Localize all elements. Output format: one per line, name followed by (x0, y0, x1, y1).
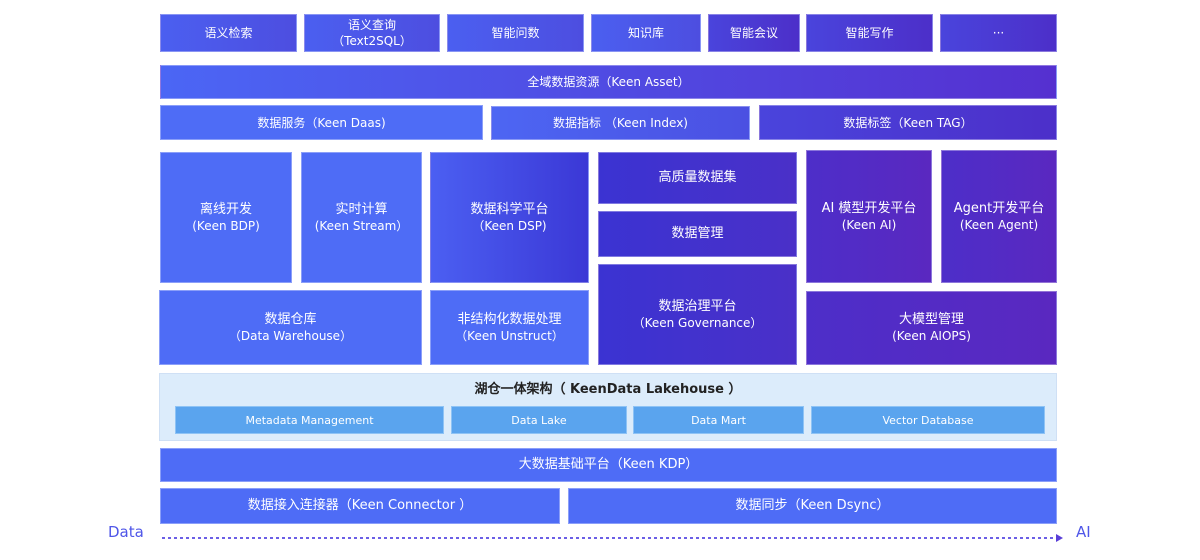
lakehouse-title: 湖仓一体架构（ KeenData Lakehouse ） (474, 382, 742, 397)
keen-kdp: 大数据基础平台（Keen KDP） (160, 448, 1057, 482)
label: 全域数据资源（Keen Asset） (527, 75, 690, 89)
keen-daas: 数据服务（Keen Daas) (160, 105, 483, 140)
label: 智能会议 (729, 26, 778, 40)
high-quality-dataset: 高质量数据集 (598, 152, 797, 204)
app-smart-query: 智能问数 (447, 14, 584, 52)
label: 实时计算 (335, 201, 388, 217)
app-smart-writing: 智能写作 (806, 14, 933, 52)
axis-end-label: AI (1076, 523, 1091, 541)
keen-aiops: 大模型管理 (Keen AIOPS) (806, 291, 1057, 365)
keen-tag: 数据标签（Keen TAG） (759, 105, 1057, 140)
sublabel: (Keen Stream） (314, 218, 409, 233)
data-lake: Data Lake (451, 406, 627, 434)
label: AI 模型开发平台 (821, 200, 917, 216)
sublabel: （Keen DSP) (472, 218, 547, 233)
label: 数据接入连接器（Keen Connector ） (247, 498, 473, 513)
sublabel: (Keen BDP) (192, 218, 260, 233)
label: 数据指标 （Keen Index) (553, 116, 688, 130)
label: 数据同步（Keen Dsync） (735, 498, 890, 513)
label: 数据服务（Keen Daas) (257, 115, 386, 130)
keen-dsync: 数据同步（Keen Dsync） (568, 488, 1057, 524)
keen-governance: 数据治理平台（Keen Governance） (598, 264, 797, 365)
label: 智能写作 (845, 26, 894, 40)
sublabel: （Keen Unstruct） (455, 328, 564, 343)
label: 非结构化数据处理 (457, 311, 562, 327)
label: Agent开发平台 (953, 200, 1045, 216)
label: 知识库 (627, 26, 664, 40)
keen-index: 数据指标 （Keen Index) (491, 106, 750, 140)
label: 数据标签（Keen TAG） (843, 115, 973, 130)
axis-start-label: Data (108, 523, 144, 541)
keen-unstruct: 非结构化数据处理（Keen Unstruct） (430, 290, 589, 365)
label: 离线开发 (199, 201, 252, 217)
label: ··· (992, 26, 1005, 40)
keen-bdp: 离线开发(Keen BDP) (160, 152, 292, 283)
sublabel: (Keen AI) (841, 217, 897, 232)
app-smart-meeting: 智能会议 (708, 14, 800, 52)
keen-asset: 全域数据资源（Keen Asset） (160, 65, 1057, 99)
data-warehouse: 数据仓库（Data Warehouse） (159, 290, 422, 365)
label: 数据科学平台 (470, 201, 549, 217)
keen-agent: Agent开发平台(Keen Agent) (941, 150, 1057, 283)
label: 高质量数据集 (658, 170, 737, 185)
label: 数据治理平台 (658, 298, 737, 314)
keen-stream: 实时计算(Keen Stream） (301, 152, 422, 283)
vector-database: Vector Database (811, 406, 1045, 434)
data-management: 数据管理 (598, 211, 797, 257)
label: 智能问数 (491, 26, 540, 40)
data-to-ai-arrow (162, 534, 1063, 542)
keen-connector: 数据接入连接器（Keen Connector ） (160, 488, 560, 524)
label: 大数据基础平台（Keen KDP） (518, 457, 699, 472)
sublabel: (Keen AIOPS) (892, 329, 971, 343)
app-more: ··· (940, 14, 1057, 52)
keen-dsp: 数据科学平台（Keen DSP) (430, 152, 589, 283)
app-knowledge-base: 知识库 (591, 14, 701, 52)
data-mart: Data Mart (633, 406, 804, 434)
label: 数据仓库 (264, 311, 317, 327)
sublabel: (Keen Agent) (959, 217, 1039, 232)
lakehouse-panel: 湖仓一体架构（ KeenData Lakehouse ） Metadata Ma… (159, 373, 1057, 441)
sublabel: （Data Warehouse） (228, 328, 353, 343)
app-semantic-search: 语义检索 (160, 14, 297, 52)
sublabel: （Text2SQL） (332, 34, 412, 48)
sublabel: （Keen Governance） (632, 315, 763, 330)
label: 语义检索 (204, 26, 253, 40)
label: 语义查询 (347, 18, 396, 32)
metadata-management: Metadata Management (175, 406, 444, 434)
app-text2sql: 语义查询 （Text2SQL） (304, 14, 440, 52)
label: 数据管理 (671, 226, 724, 241)
keen-ai: AI 模型开发平台(Keen AI) (806, 150, 932, 283)
label: 大模型管理 (898, 312, 964, 327)
